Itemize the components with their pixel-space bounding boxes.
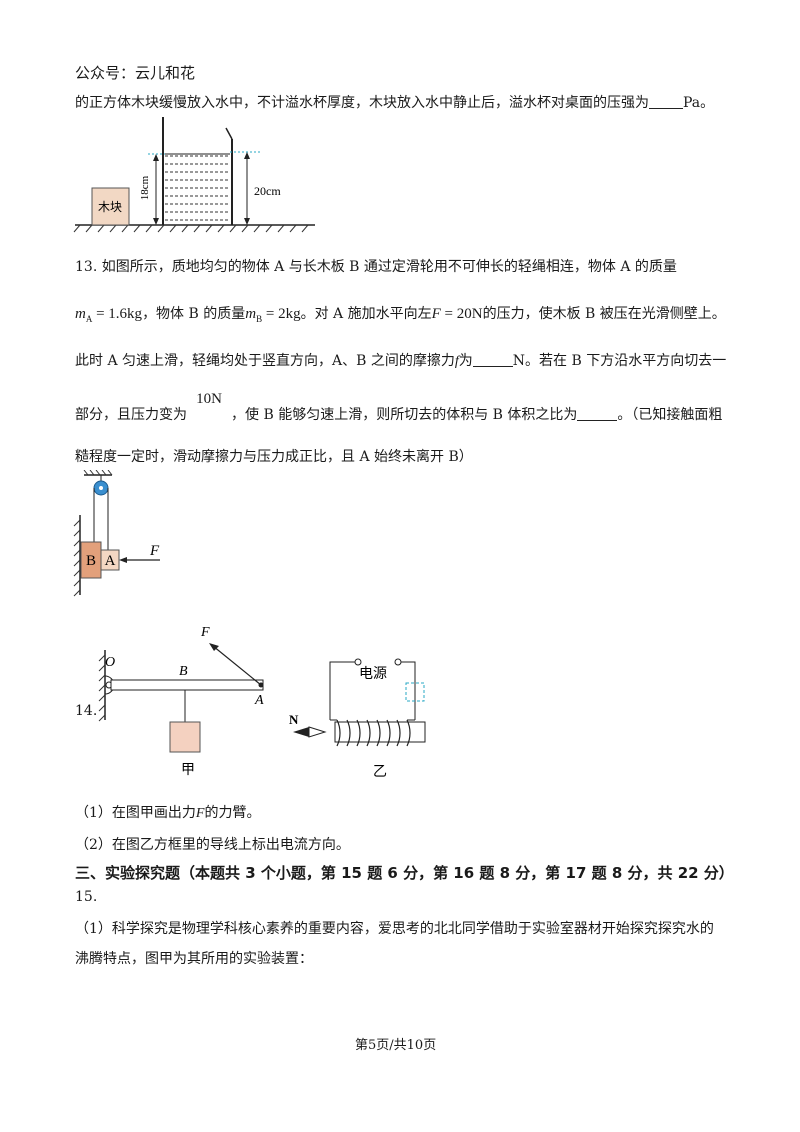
q14-sub1: （1）在图甲画出力F的力臂。 [75,802,260,822]
wechat-header: 公众号：云儿和花 [75,64,196,82]
q13-line4-c: 。（已知接触面粗 [617,407,723,423]
figure-yi-caption: 乙 [373,764,387,780]
q13-line5: 糙程度一定时，滑动摩擦力与压力成正比，且 A 始终未离开 B） [75,449,473,465]
q14-sub1-a: （1）在图甲画出力 [75,805,196,821]
lever-b-label: B [179,664,188,679]
compass-n-label: N [289,712,299,727]
q12-line-b: Pa。 [683,95,715,111]
q12-answer-blank[interactable] [649,94,683,109]
q15-line2: 沸腾特点，图甲为其所用的实验装置： [75,951,313,967]
q13-line3: 此时 A 匀速上滑，轻绳均处于竖直方向，A、B 之间的摩擦力f为 N。若在 B 下… [75,350,726,370]
q14-solenoid-figure: 电源 N 乙 [289,658,426,780]
section-three-title: 三、实验探究题（本题共 3 个小题，第 15 题 6 分，第 16 题 8 分，… [75,864,734,882]
height-18-label: 18cm [139,175,151,200]
q13-line4: 部分，且压力变为 10N ，使 B 能够匀速上滑，则所切去的体积与 B 体积之比为 。… [75,391,723,424]
q13-line2-end: 的压力，使木板 B 被压在光滑侧壁上。 [482,306,726,322]
q14-lever-figure: F O B A 甲 [98,625,264,778]
mass-b-value: = 2kg [262,306,301,322]
lever-o-label: O [105,655,115,670]
q14-sub1-f: F [195,806,205,821]
current-direction-box[interactable] [405,682,425,702]
q13-blank-2[interactable] [577,406,618,421]
mass-a-value: = 1.6kg [92,306,143,322]
q14-sub2: （2）在图乙方框里的导线上标出电流方向。 [75,837,350,853]
block-a-label: A [105,553,116,569]
q13-line3-c: N。若在 B 下方沿水平方向切去一 [512,353,727,369]
q13-line4-a: 部分，且压力变为 [75,407,187,423]
q13-line2-mid: ，物体 B 的质量 [142,306,246,322]
power-source-label: 电源 [359,666,387,682]
q13-line1: 13. 如图所示，质地均匀的物体 A 与长木板 B 通过定滑轮用不可伸长的轻绳相… [75,259,677,275]
friction-symbol: f [454,354,459,369]
q14-sub1-b: 的力臂。 [204,805,261,821]
q12-text: 的正方体木块缓慢放入水中，不计溢水杯厚度，木块放入水中静止后，溢水杯对桌面的压强… [75,92,714,112]
q13-line2-mid2: 。对 A 施加水平向左 [300,306,432,322]
q12-line-a: 的正方体木块缓慢放入水中，不计溢水杯厚度，木块放入水中静止后，溢水杯对桌面的压强… [75,95,649,111]
q13-pulley-figure: B A F [73,470,160,597]
q15-number: 15. [75,889,98,905]
page-footer: 第5页/共10页 [355,1038,437,1053]
height-20-label: 20cm [254,184,281,198]
lever-a-label: A [254,693,264,708]
figure-jia-caption: 甲 [181,763,195,778]
wood-block-label: 木块 [98,200,122,214]
new-pressure-value: 10N [196,391,222,407]
q13-line4-b: ，使 B 能够匀速上滑，则所切去的体积与 B 体积之比为 [231,407,578,423]
force-symbol: F [431,306,441,322]
q13-line2: mA = 1.6kg，物体 B 的质量mB = 2kg。对 A 施加水平向左F … [75,303,726,324]
force-f-label: F [149,543,160,559]
q13-line3-a: 此时 A 匀速上滑，轻绳均处于竖直方向，A、B 之间的摩擦力 [75,353,455,369]
q15-line1: （1）科学探究是物理学科核心素养的重要内容，爱思考的北北同学借助于实验室器材开始… [75,921,714,937]
q13-line3-b: 为 [458,353,473,369]
q14-number: 14. [75,703,98,719]
q12-overflow-cup-figure: 木块 18cm 20cm [73,117,315,233]
lever-f-label: F [200,625,210,640]
mass-a-symbol: mA [75,306,93,324]
q13-blank-1[interactable] [472,352,513,367]
force-value: = 20N [440,306,483,322]
mass-b-symbol: mB [245,306,263,324]
block-b-label: B [86,553,96,569]
